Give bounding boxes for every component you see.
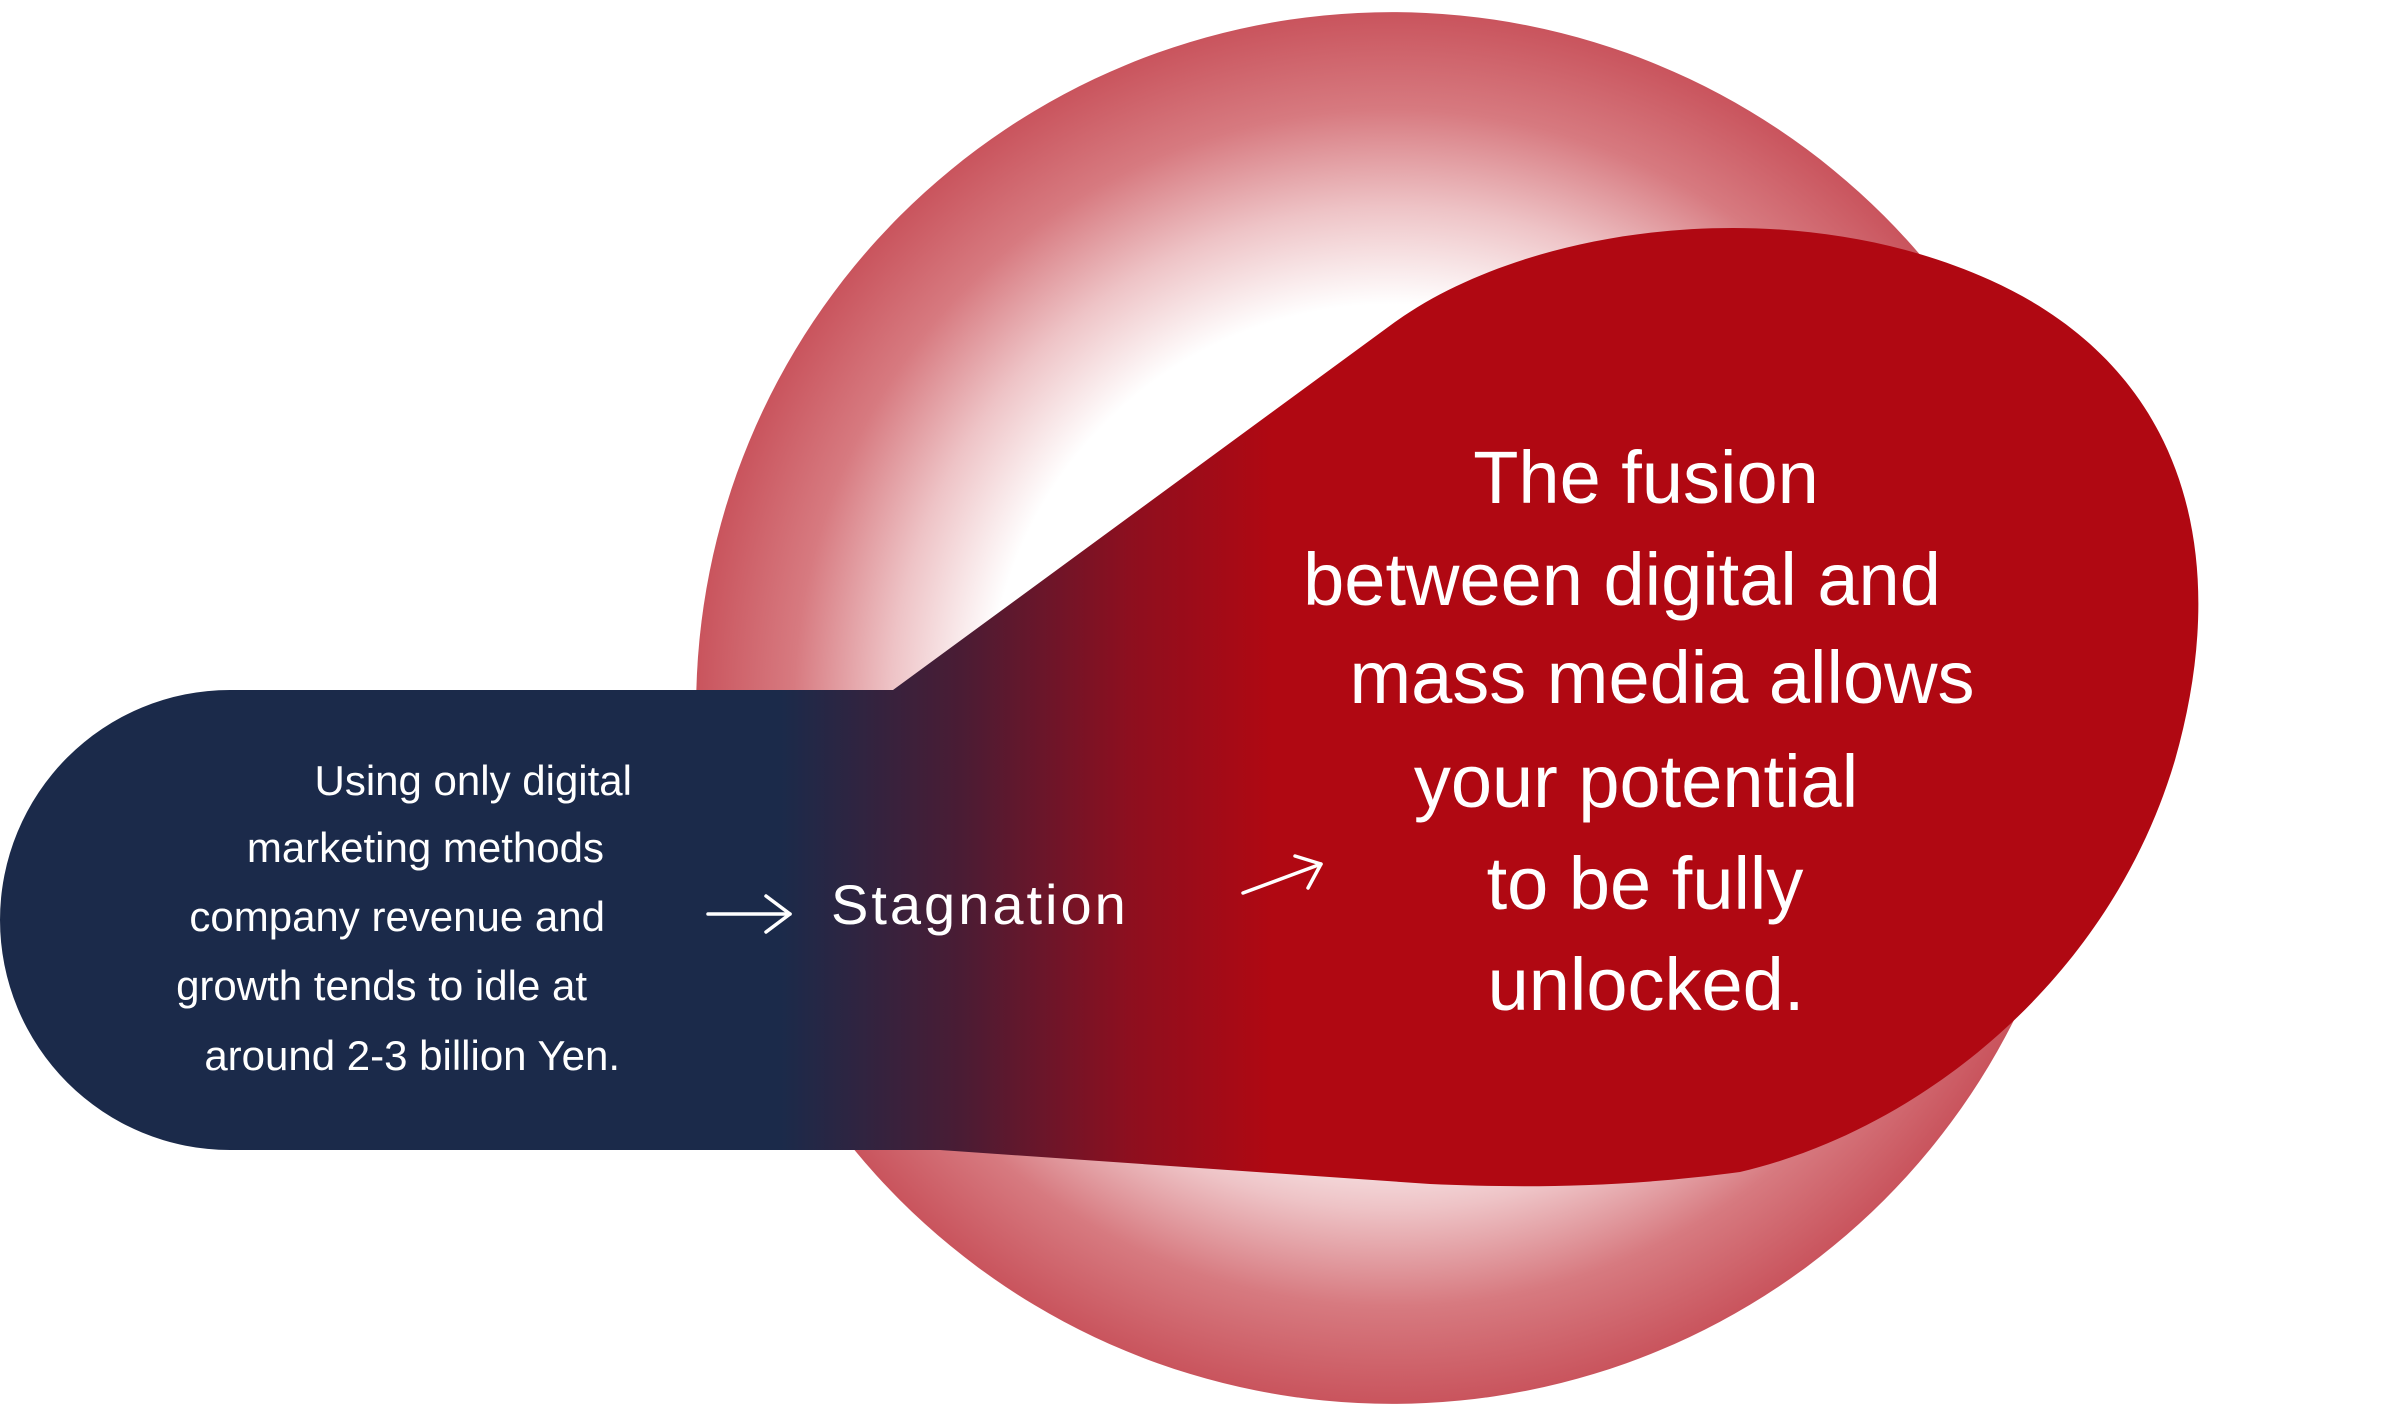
right-text-line: to be fully (1487, 842, 1804, 925)
right-text-line: unlocked. (1488, 943, 1805, 1026)
left-text-line: marketing methods (247, 824, 604, 871)
flow-shape (0, 227, 2199, 1187)
right-text-line: mass media allows (1349, 636, 1974, 719)
right-text-line: your potential (1414, 740, 1858, 823)
up-right-arrow-icon (1241, 854, 1323, 895)
stagnation-label: Stagnation (831, 873, 1129, 936)
left-text-line: around 2-3 billion Yen. (204, 1032, 620, 1079)
left-text-line: Using only digital (314, 757, 632, 804)
right-arrow-icon (706, 894, 792, 934)
left-text-line: growth tends to idle at (176, 962, 587, 1009)
right-text-line: between digital and (1303, 538, 1941, 621)
left-text-line: company revenue and (189, 893, 605, 940)
right-text-line: The fusion (1473, 436, 1819, 519)
left-box-text: Using only digital marketing methods com… (176, 757, 632, 1079)
right-circle-text: The fusion between digital and mass medi… (1303, 436, 1974, 1026)
